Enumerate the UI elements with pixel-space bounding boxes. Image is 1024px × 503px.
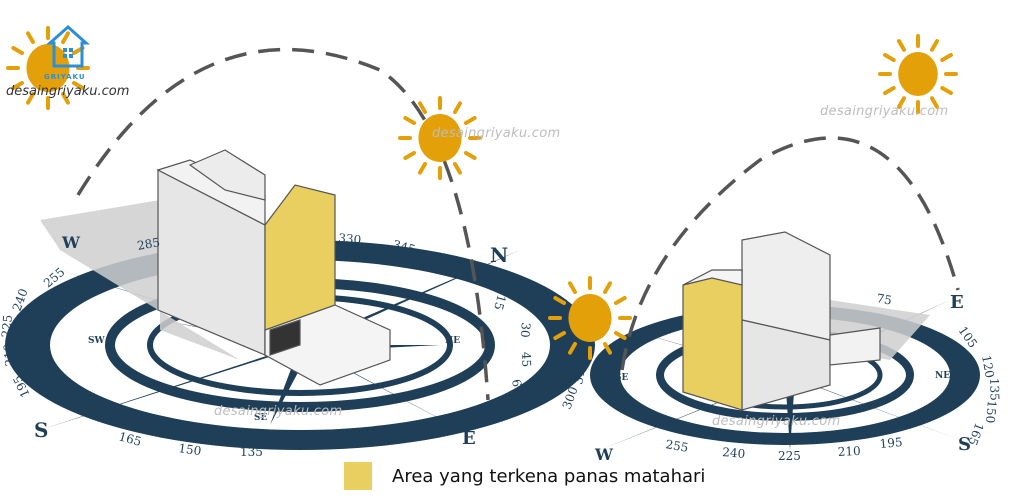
compass-tick-label: 75 (875, 291, 892, 307)
legend-label: Area yang terkena panas matahari (392, 465, 706, 487)
compass-tick-label: 240 (722, 445, 746, 461)
right-cardinal-s: S (958, 434, 971, 455)
legend-swatch (344, 462, 372, 490)
compass-tick-label: 105 (390, 427, 415, 445)
compass-tick-label: 195 (879, 435, 903, 451)
house-logo-icon (46, 24, 90, 68)
compass-tick-label: 210 (1, 343, 17, 367)
left-cardinal-sw: SW (88, 336, 105, 346)
right-cardinal-ne: NE (935, 371, 950, 381)
left-shadow (40, 200, 240, 360)
compass-tick-label: 225 (0, 314, 15, 338)
suns (6, 26, 958, 360)
left-building (156, 149, 391, 386)
compass-tick-label: 60 (509, 378, 525, 395)
left-cardinal-w: W (61, 233, 81, 252)
compass-tick-label: 285 (136, 235, 161, 253)
compass-tick-label: 165 (117, 429, 143, 448)
right-building (682, 231, 881, 411)
logo-site-text: desaingriyaku.com (6, 84, 130, 99)
compass-tick-label: 135 (987, 378, 1002, 401)
compass-tick-label: 210 (837, 444, 861, 459)
compass-tick-label: 330 (338, 231, 362, 247)
watermark: desaingriyaku.com (820, 104, 949, 119)
compass-tick-label: 315 (571, 361, 589, 386)
compass-tick-label: 150 (983, 400, 999, 424)
sun-icon (398, 96, 482, 180)
compass-tick-label: 255 (664, 437, 689, 455)
sun-icon (878, 34, 958, 114)
compass-tick-label: 75 (475, 408, 493, 427)
right-cardinal-w: W (594, 445, 614, 464)
compass-tick-label: 345 (391, 237, 417, 256)
right-sun-arc (620, 136, 960, 371)
watermark: desaingriyaku.com (432, 126, 561, 141)
right-cardinal-e: E (950, 292, 964, 313)
watermark: desaingriyaku.com (214, 404, 343, 419)
compass-tick-label: 120 (979, 354, 997, 379)
compass-tick-label: 45 (519, 352, 534, 368)
griyaku-logo (46, 24, 90, 76)
compass-tick-label: 135 (240, 445, 263, 459)
sun-icon (548, 276, 632, 360)
compass-tick-label: 225 (778, 449, 801, 463)
left-cardinal-s: S (34, 418, 48, 442)
right-cardinal-sw: SW (780, 438, 797, 448)
right-cardinal-se: SE (615, 373, 628, 383)
left-cardinal-ne: NE (445, 336, 460, 346)
legend: Area yang terkena panas matahari (344, 462, 705, 490)
compass-tick-label: 15 (491, 293, 508, 311)
compass-tick-label: 150 (178, 441, 203, 458)
watermark: desaingriyaku.com (712, 414, 841, 429)
sun-icon (6, 26, 90, 110)
left-cardinal-e: E (462, 428, 476, 449)
left-cardinal-se: SE (254, 413, 267, 423)
logo-brand-text: GRIYAKU (44, 73, 86, 81)
left-cardinal-n: N (490, 243, 508, 267)
compass-tick-label: 30 (518, 322, 533, 338)
